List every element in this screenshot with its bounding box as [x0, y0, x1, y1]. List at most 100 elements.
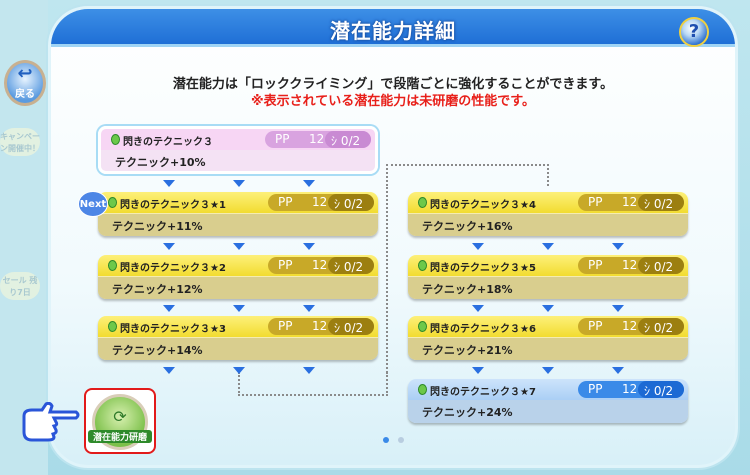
card-effect: テクニック+21% — [408, 337, 688, 360]
path-connector-top — [386, 164, 549, 186]
pp-value: 12 — [312, 319, 328, 333]
leaf-icon — [108, 260, 117, 271]
down-arrow-icon — [163, 180, 175, 187]
pp-label: PP — [278, 258, 293, 272]
climb-icon: ｼ — [334, 260, 344, 274]
card-title: 閃きのテクニック３★1 — [120, 200, 226, 211]
potential-card[interactable]: 閃きのテクニック３★2 PP 12 ｼ 0/2 テクニック+12% — [98, 255, 378, 299]
research-count: ｼ 0/2 — [328, 257, 374, 274]
potential-card[interactable]: 閃きのテクニック３★5 PP 12 ｼ 0/2 テクニック+18% — [408, 255, 688, 299]
potential-card[interactable]: 閃きのテクニック３★3 PP 12 ｼ 0/2 テクニック+14% — [98, 316, 378, 360]
down-arrow-icon — [303, 305, 315, 312]
potential-card[interactable]: 閃きのテクニック３★4 PP 12 ｼ 0/2 テクニック+16% — [408, 192, 688, 236]
climb-icon: ｼ — [644, 197, 654, 211]
pp-label: PP — [588, 382, 603, 396]
help-button[interactable]: ? — [679, 17, 709, 47]
card-header: 閃きのテクニック３★2 PP 12 ｼ 0/2 — [98, 255, 378, 276]
pointing-hand-icon — [22, 402, 80, 442]
down-arrow-icon — [303, 180, 315, 187]
pp-label: PP — [278, 319, 293, 333]
down-arrow-icon — [542, 367, 554, 374]
sale-badge[interactable]: セール 残り7日 — [0, 272, 40, 300]
down-arrow-icon — [233, 367, 245, 374]
pp-value: 12 — [622, 319, 638, 333]
card-header: 閃きのテクニック３★5 PP 12 ｼ 0/2 — [408, 255, 688, 276]
potential-card[interactable]: 閃きのテクニック３★7 PP 12 ｼ 0/2 テクニック+24% — [408, 379, 688, 423]
down-arrow-icon — [233, 243, 245, 250]
leaf-icon — [418, 260, 427, 271]
research-count: ｼ 0/2 — [638, 318, 684, 335]
campaign-badge[interactable]: キャンペーン開催中！ — [0, 128, 40, 156]
research-count: ｼ 0/2 — [638, 381, 684, 398]
climb-icon: ｼ — [334, 321, 344, 335]
leaf-icon — [111, 134, 120, 145]
down-arrow-icon — [612, 305, 624, 312]
down-arrow-icon — [542, 243, 554, 250]
pp-cost: PP 12 ｼ 0/2 — [265, 131, 371, 148]
pp-label: PP — [588, 258, 603, 272]
potential-card[interactable]: 閃きのテクニック３ PP 12 ｼ 0/2 テクニック+10% — [98, 126, 378, 174]
count-value: 0/2 — [653, 384, 674, 398]
leaf-icon — [418, 384, 427, 395]
potential-research-button[interactable]: ⟳ 潜在能力研磨 — [84, 388, 156, 454]
card-title: 閃きのテクニック３★3 — [120, 324, 226, 335]
card-effect: テクニック+11% — [98, 213, 378, 236]
down-arrow-icon — [612, 367, 624, 374]
card-effect: テクニック+16% — [408, 213, 688, 236]
card-title: 閃きのテクニック３★2 — [120, 263, 226, 274]
research-label: 潜在能力研磨 — [88, 430, 152, 443]
down-arrow-icon — [163, 367, 175, 374]
potential-card[interactable]: 閃きのテクニック３★6 PP 12 ｼ 0/2 テクニック+21% — [408, 316, 688, 360]
card-header: 閃きのテクニック３★1 PP 12 ｼ 0/2 — [98, 192, 378, 213]
down-arrow-icon — [472, 367, 484, 374]
potential-card[interactable]: 閃きのテクニック３★1 PP 12 ｼ 0/2 テクニック+11% — [98, 192, 378, 236]
climb-icon: ｼ — [331, 134, 341, 148]
card-effect: テクニック+10% — [101, 150, 375, 171]
card-title: 閃きのテクニック３ — [123, 137, 213, 148]
dialog-header: 潜在能力詳細 ? — [51, 9, 735, 47]
count-value: 0/2 — [653, 321, 674, 335]
card-header: 閃きのテクニック３★3 PP 12 ｼ 0/2 — [98, 316, 378, 337]
pp-label: PP — [278, 195, 293, 209]
pp-label: PP — [588, 319, 603, 333]
pp-value: 12 — [309, 132, 325, 146]
card-title: 閃きのテクニック３★4 — [430, 200, 536, 211]
pp-cost: PP 12 ｼ 0/2 — [578, 381, 684, 398]
count-value: 0/2 — [340, 134, 361, 148]
count-value: 0/2 — [343, 321, 364, 335]
card-header: 閃きのテクニック３★6 PP 12 ｼ 0/2 — [408, 316, 688, 337]
down-arrow-icon — [233, 305, 245, 312]
pp-cost: PP 12 ｼ 0/2 — [268, 194, 374, 211]
count-value: 0/2 — [343, 197, 364, 211]
back-label: 戻る — [15, 89, 35, 100]
leaf-icon — [418, 197, 427, 208]
pp-value: 12 — [312, 195, 328, 209]
research-count: ｼ 0/2 — [328, 318, 374, 335]
count-value: 0/2 — [343, 260, 364, 274]
pp-cost: PP 12 ｼ 0/2 — [578, 318, 684, 335]
leaf-icon — [108, 321, 117, 332]
down-arrow-icon — [303, 243, 315, 250]
climb-icon: ｼ — [644, 260, 654, 274]
climb-icon: ｼ — [644, 321, 654, 335]
climb-icon: ｼ — [644, 384, 654, 398]
card-header: 閃きのテクニック３ PP 12 ｼ 0/2 — [101, 129, 375, 150]
card-title: 閃きのテクニック３★6 — [430, 324, 536, 335]
back-arrow-icon: ↩ — [17, 63, 33, 84]
card-header: 閃きのテクニック３★7 PP 12 ｼ 0/2 — [408, 379, 688, 400]
pp-cost: PP 12 ｼ 0/2 — [268, 318, 374, 335]
pp-cost: PP 12 ｼ 0/2 — [268, 257, 374, 274]
card-effect: テクニック+12% — [98, 276, 378, 299]
pp-value: 12 — [312, 258, 328, 272]
pp-cost: PP 12 ｼ 0/2 — [578, 257, 684, 274]
cycle-icon: ⟳ — [113, 407, 127, 426]
card-effect: テクニック+24% — [408, 400, 688, 423]
card-effect: テクニック+14% — [98, 337, 378, 360]
card-title: 閃きのテクニック３★5 — [430, 263, 536, 274]
research-count: ｼ 0/2 — [638, 194, 684, 211]
count-value: 0/2 — [653, 260, 674, 274]
next-badge: Next — [78, 191, 108, 217]
page-indicator-2[interactable] — [398, 437, 404, 443]
back-button[interactable]: ↩ 戻る — [4, 60, 46, 106]
page-indicator-1[interactable] — [383, 437, 389, 443]
